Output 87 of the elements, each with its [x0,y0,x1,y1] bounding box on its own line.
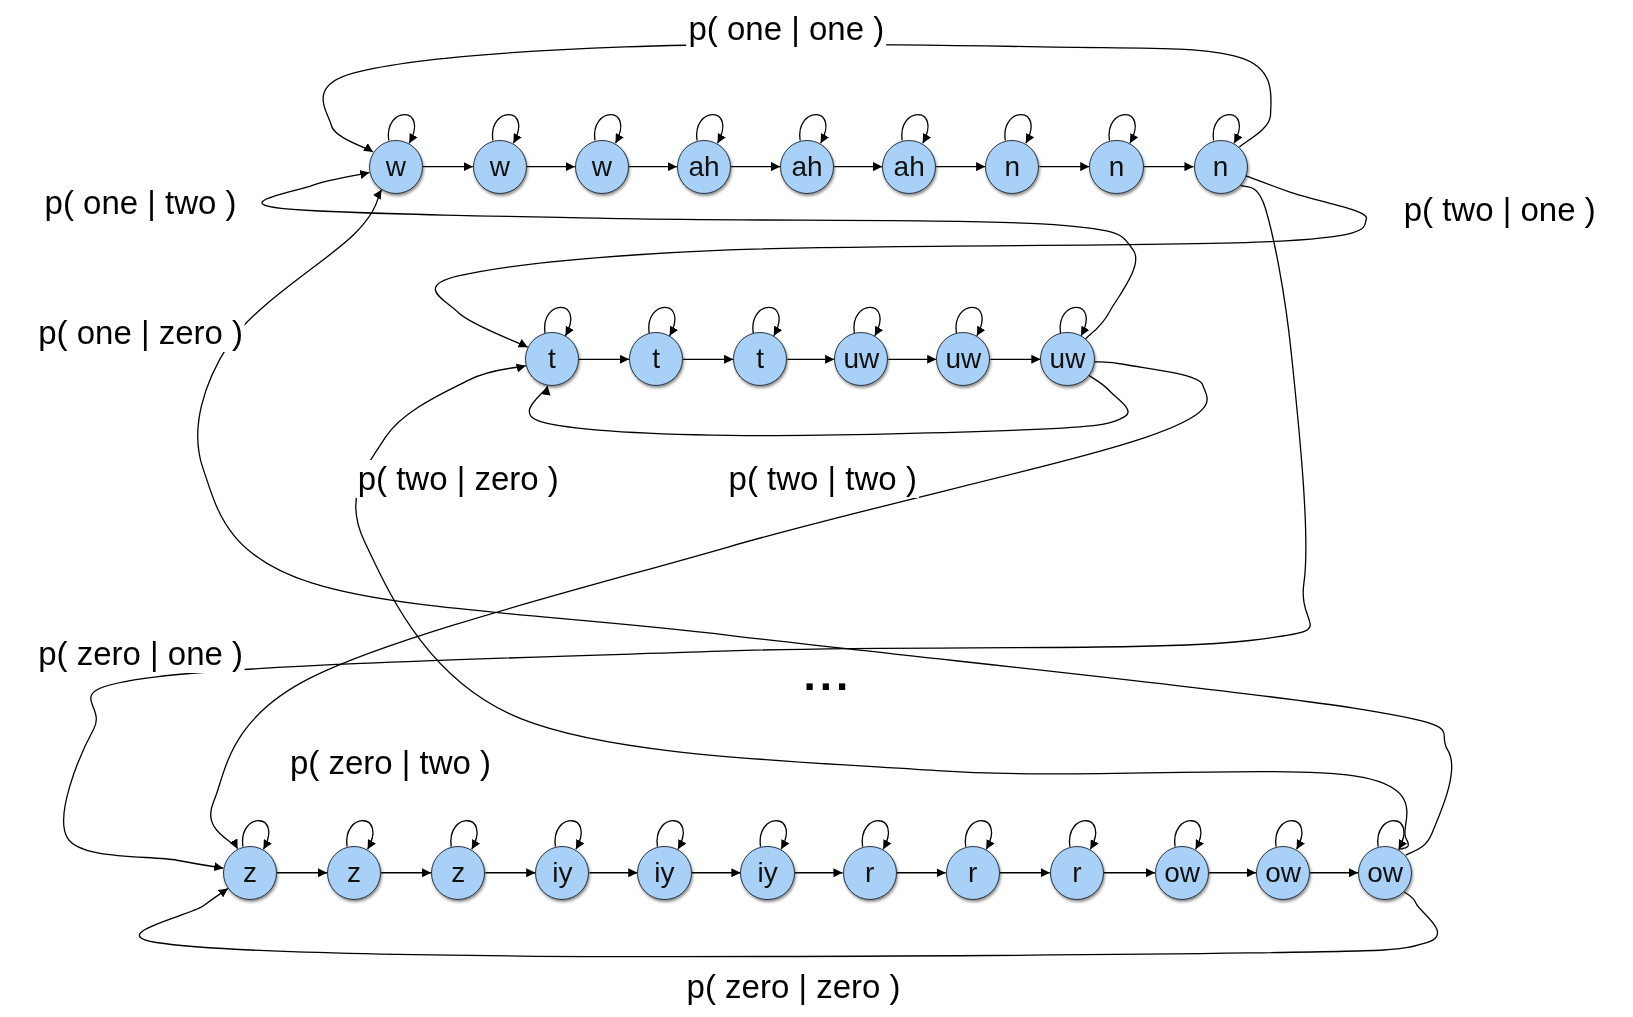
self-loop-arrow [752,306,782,337]
self-loop-arrow [594,113,624,144]
self-loop-arrow [1059,306,1089,337]
arrow [628,162,678,172]
self-loop-arrow [799,113,829,144]
self-loop-arrow [955,306,985,337]
self-loop-arrow [554,820,584,850]
state-circle: n [985,139,1040,194]
self-loop-arrow [450,820,480,850]
arrow [1142,162,1195,172]
state-circle: r [842,845,897,900]
state-circle: ow [1358,845,1413,900]
self-loop-arrow [1004,113,1034,144]
self-loop-arrow [1377,820,1407,850]
self-loop-arrow [759,820,789,850]
state-circle: ow [1154,845,1210,900]
state-circle: w [472,139,527,194]
arrow [1309,868,1359,878]
self-loop-arrow [696,113,726,144]
arrow [1208,868,1257,878]
self-loop-arrow [901,113,931,144]
arrow [261,169,1137,340]
state-circle: z [431,845,486,900]
state-circle: z [222,845,277,900]
arrow [794,868,844,878]
arrow [526,162,576,172]
arrow [935,162,986,172]
self-loop-arrow [387,113,418,144]
state-circle: t [629,332,684,387]
arrow [786,354,835,364]
arrow [63,184,1311,872]
state-circle: ah [882,139,937,194]
self-loop-arrow [861,820,891,850]
self-loop-arrow [242,820,272,850]
arrow [197,189,1453,856]
arrow [276,868,328,878]
self-loop-arrow [1174,820,1204,850]
arrow [434,175,1368,348]
state-circle: r [945,845,1000,900]
arrow [210,361,1208,850]
arrow [896,868,947,878]
arrow [138,887,1439,958]
state-circle: t [524,332,580,387]
arrow [999,868,1051,878]
state-circle: n [1193,139,1248,194]
state-circle: w [368,139,423,194]
arrow [989,354,1042,364]
arrow [682,354,734,364]
self-loop-arrow [544,306,574,337]
arrow [380,868,432,878]
self-loop-arrow [656,820,686,850]
self-loop-arrow [1108,113,1138,144]
arrow [730,162,781,172]
state-circle: iy [535,845,590,900]
state-circle: uw [834,332,889,387]
state-circle: z [327,845,382,900]
state-circle: w [574,139,629,194]
arrow [484,868,536,878]
state-circle: iy [740,845,795,900]
state-circle: n [1089,139,1144,194]
state-circle: t [733,332,788,387]
arrow [528,374,1129,437]
arrow [833,162,883,172]
self-loop-arrow [1068,820,1099,850]
self-loop-arrow [346,820,376,850]
state-circle: uw [936,332,991,387]
arrow [690,868,742,878]
state-circle: ow [1256,845,1311,900]
arrow [355,363,1409,851]
self-loop-arrow [1212,113,1242,144]
self-loop-arrow [964,820,995,850]
self-loop-arrow [1275,820,1305,850]
state-circle: r [1049,845,1104,900]
arrow [588,868,638,878]
arrow [887,354,937,364]
self-loop-arrow [648,306,678,337]
state-circle: ah [676,139,732,194]
state-circle: iy [637,845,692,900]
self-loop-arrow [492,113,522,144]
state-circle: uw [1040,332,1095,387]
arrow [578,354,630,364]
ellipsis: ... [803,649,853,700]
arrow [422,162,474,172]
state-circle: ah [780,139,835,194]
arrow [1103,868,1156,878]
self-loop-arrow [853,306,883,337]
arrow [1038,162,1090,172]
